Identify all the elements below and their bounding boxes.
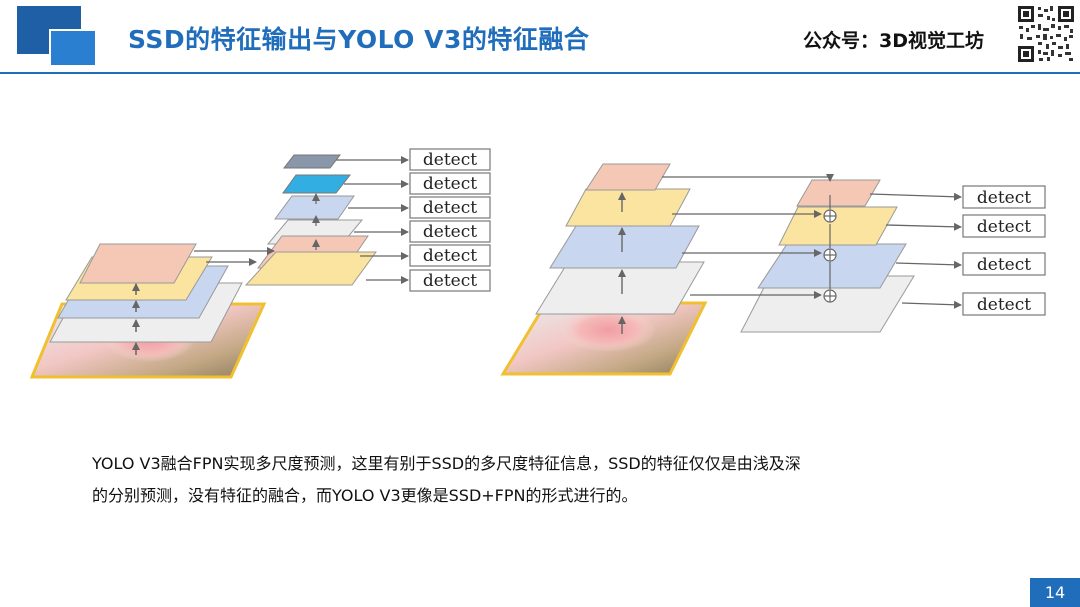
caption-line-2: 的分别预测，没有特征的融合，而YOLO V3更像是SSD+FPN的形式进行的。 [92, 486, 638, 505]
yolo-diagram: detect detect detect detect [500, 163, 1046, 376]
ssd-detect-label-4: detect [423, 222, 477, 242]
qr-code-icon [1016, 4, 1076, 64]
plus-icon [823, 248, 837, 262]
yolo-detect-box-2 [962, 214, 1046, 238]
ssd-layer-peach [79, 243, 197, 284]
yolo-detect-boxes: detect detect detect detect [962, 185, 1046, 316]
yolo-backbone-blue [549, 225, 700, 269]
ssd-out-plane-3 [274, 195, 355, 220]
corner-logo [17, 6, 97, 67]
fusion-nodes [823, 209, 837, 303]
yolo-fused-yellow [778, 206, 898, 246]
ssd-detect-box-5 [409, 244, 491, 267]
ssd-detect-boxes: detect detect detect detect detect detec… [409, 148, 491, 292]
plus-icon [823, 209, 837, 223]
ssd-detect-label-3: detect [423, 198, 477, 218]
yolo-detect-box-4 [962, 292, 1046, 316]
caption-line-1: YOLO V3融合FPN实现多尺度预测，这里有别于SSD的多尺度特征信息，SSD… [92, 454, 801, 473]
yolo-detect-box-1 [962, 185, 1046, 209]
ssd-detect-label-5: detect [423, 246, 477, 266]
page-number: 14 [1030, 578, 1080, 607]
yolo-detect-label-3: detect [977, 255, 1031, 275]
account-name: 公众号：3D视觉工坊 [803, 30, 984, 52]
ssd-out-plane-6 [244, 251, 377, 286]
ssd-detect-box-3 [409, 196, 491, 219]
yolo-detect-label-4: detect [977, 295, 1031, 315]
feature-diagram: detect detect detect detect detect detec… [29, 148, 1046, 379]
header-rule [0, 72, 1080, 74]
ssd-diagram: detect detect detect detect detect detec… [29, 148, 491, 379]
caption: YOLO V3融合FPN实现多尺度预测，这里有别于SSD的多尺度特征信息，SSD… [92, 448, 992, 512]
ssd-detect-box-1 [409, 148, 491, 171]
yolo-backbone-yellow [565, 188, 691, 227]
ssd-detect-box-6 [409, 269, 491, 292]
ssd-detect-label-1: detect [423, 150, 477, 170]
yolo-detect-label-2: detect [977, 217, 1031, 237]
yolo-detect-label-1: detect [977, 188, 1031, 208]
ssd-detect-box-4 [409, 220, 491, 243]
yolo-backbone-peach [585, 163, 671, 191]
page-title: SSD的特征输出与YOLO V3的特征融合 [128, 25, 590, 54]
yolo-backbone-gray [535, 261, 705, 315]
yolo-fused-peach [796, 179, 881, 207]
ssd-detect-box-2 [409, 172, 491, 195]
yolo-input-photo [500, 301, 708, 376]
plus-icon [823, 289, 837, 303]
ssd-out-plane-1 [282, 154, 342, 169]
ssd-detect-label-6: detect [423, 271, 477, 291]
ssd-detect-label-2: detect [423, 174, 477, 194]
yolo-detect-box-3 [962, 252, 1046, 276]
ssd-out-plane-2 [282, 174, 352, 194]
